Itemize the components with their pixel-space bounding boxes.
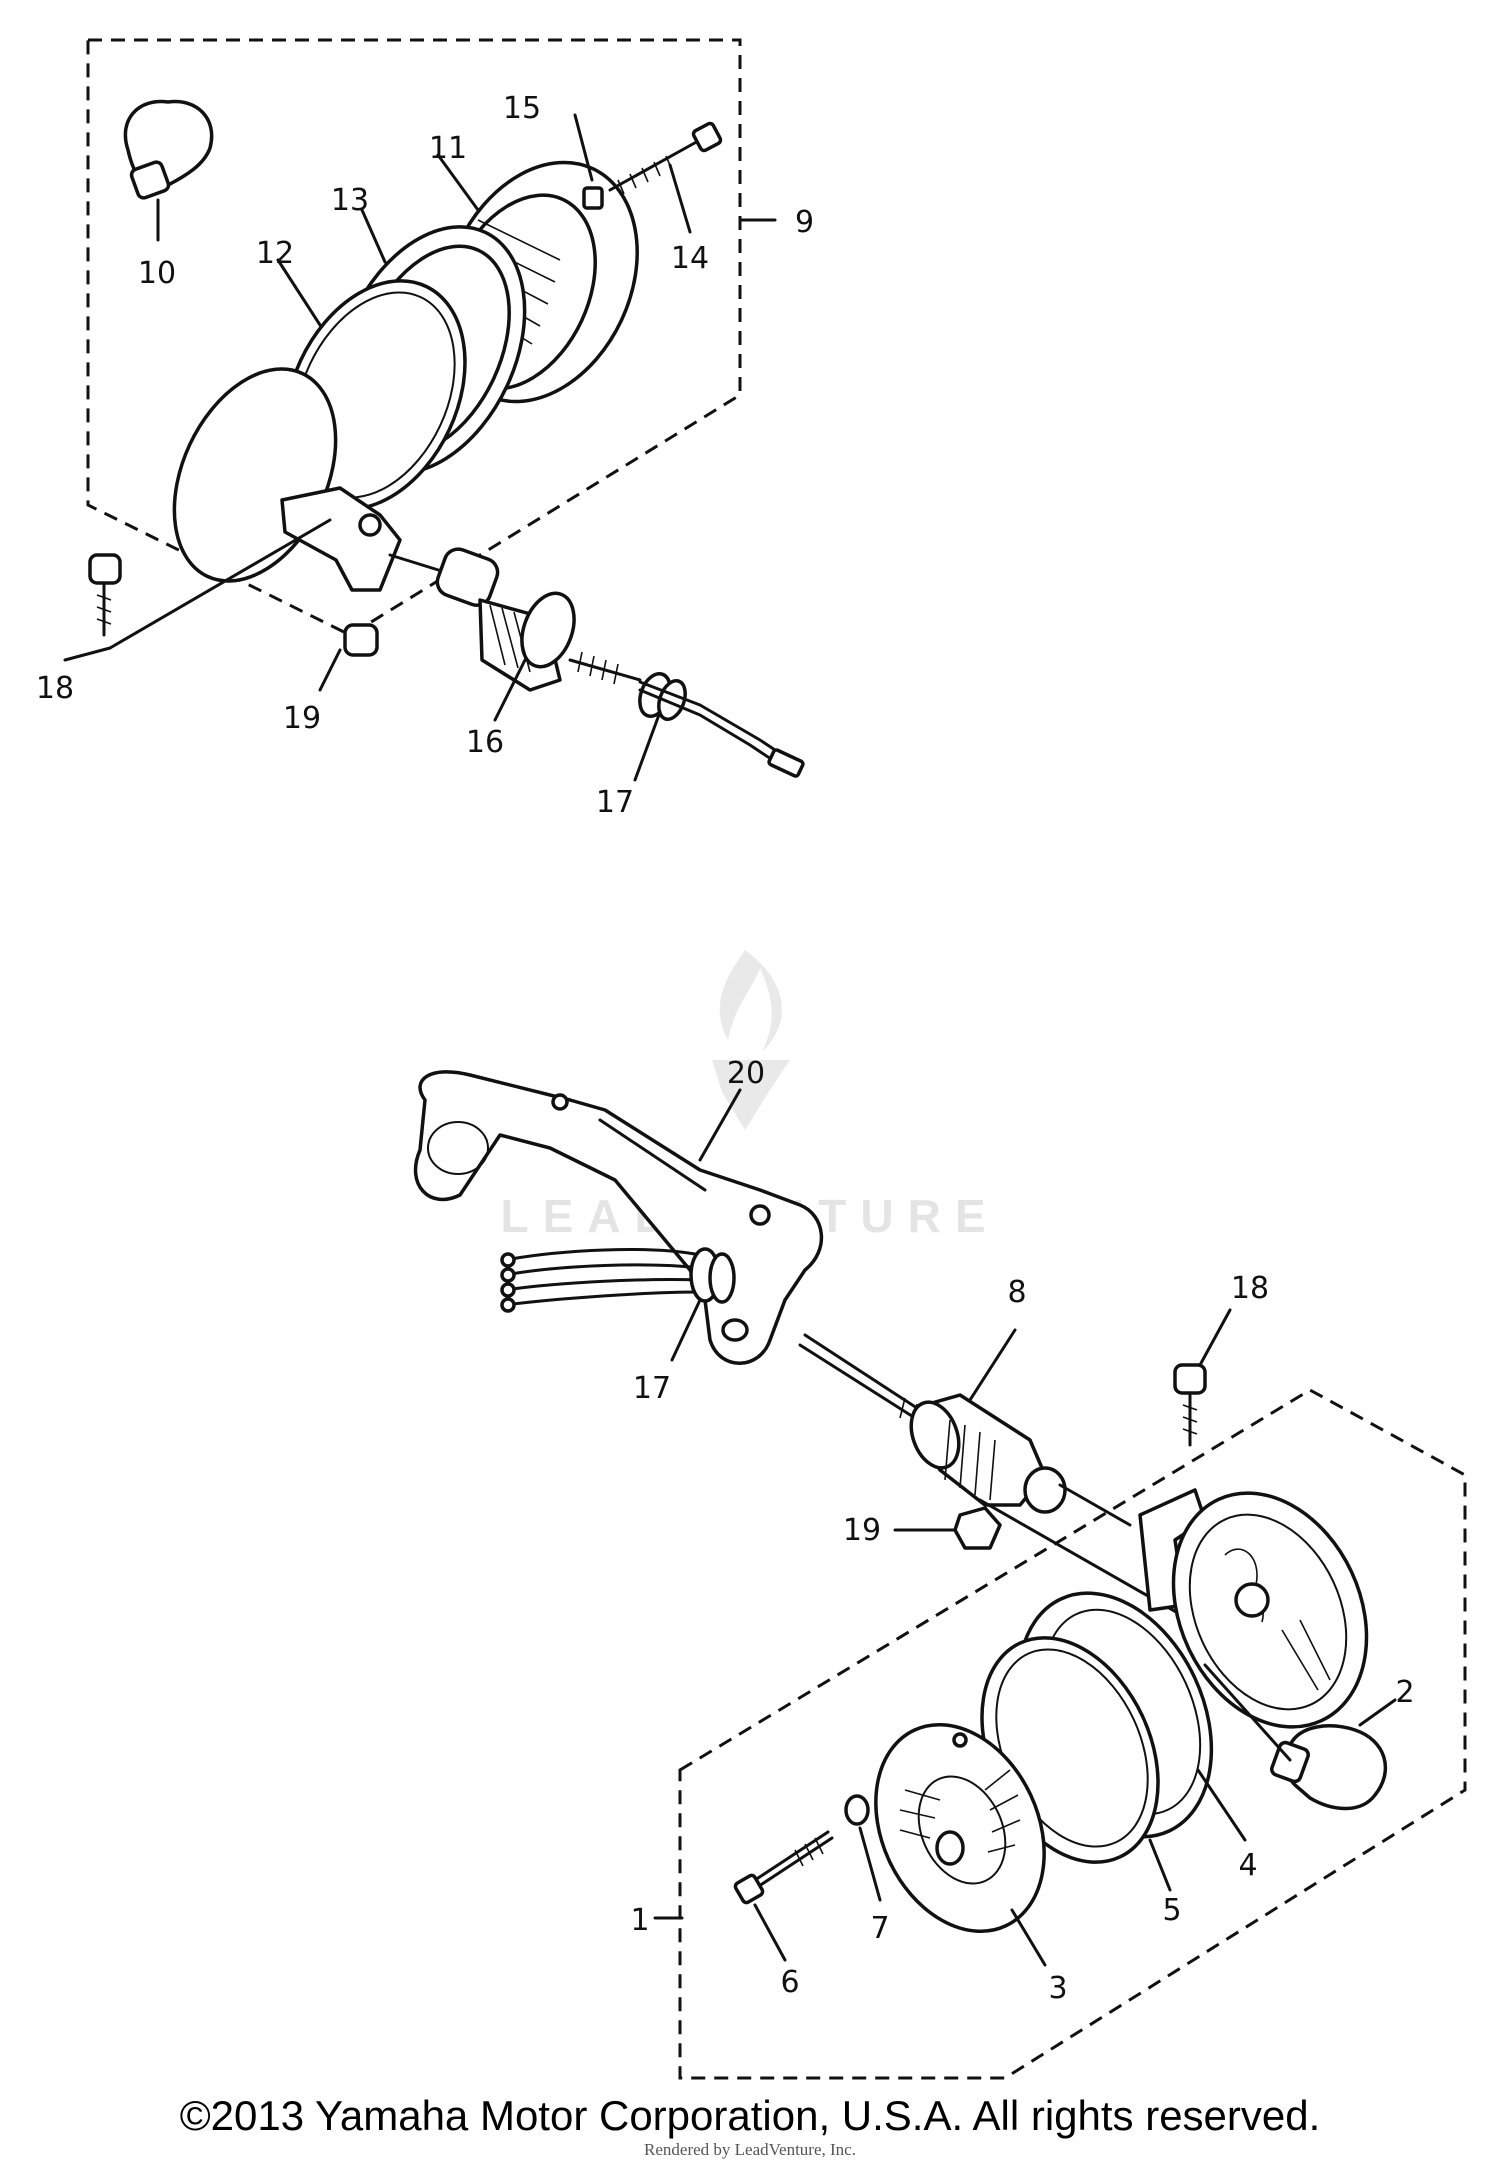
callout-4: 4 <box>1238 1848 1257 1883</box>
callout-18-upper: 18 <box>36 671 74 706</box>
callout-20: 20 <box>727 1056 765 1091</box>
callout-14: 14 <box>671 241 709 276</box>
callout-8: 8 <box>1007 1275 1026 1310</box>
callout-17-upper: 17 <box>596 785 634 820</box>
callout-7: 7 <box>870 1911 889 1946</box>
callout-2: 2 <box>1395 1675 1414 1710</box>
bulb-lower <box>1203 1663 1397 1811</box>
nut-7 <box>844 1794 882 1902</box>
callout-10: 10 <box>138 256 176 291</box>
nut-15 <box>573 113 604 210</box>
callout-11: 11 <box>429 131 467 166</box>
housing-lower <box>1138 1488 1369 1729</box>
callout-15: 15 <box>503 91 541 126</box>
grommet-17-lower <box>500 1247 736 1362</box>
callout-17-lower: 17 <box>633 1371 671 1406</box>
bolt-18-lower <box>1173 1308 1232 1447</box>
grommet-17-upper <box>633 672 805 782</box>
lens-lower <box>874 1722 1047 1967</box>
bulb-upper <box>123 99 214 242</box>
copyright-notice: ©2013 Yamaha Motor Corporation, U.S.A. A… <box>179 2092 1321 2139</box>
lower-assembly-outline <box>678 1388 1467 2080</box>
callout-18-lower: 18 <box>1231 1271 1269 1306</box>
stay-8 <box>798 1328 1132 1527</box>
callout-16: 16 <box>466 725 504 760</box>
nut-19-upper <box>318 623 379 692</box>
callout-19-lower: 19 <box>843 1513 881 1548</box>
lower-flasher-assembly <box>413 1070 1467 2080</box>
bolt-18-upper <box>63 518 332 662</box>
callout-5: 5 <box>1162 1893 1181 1928</box>
callout-6: 6 <box>780 1965 799 2000</box>
callout-1: 1 <box>630 1903 649 1938</box>
callout-19-upper: 19 <box>283 701 321 736</box>
screw-14 <box>608 121 723 234</box>
rendered-by-note: Rendered by LeadVenture, Inc. <box>644 2140 856 2159</box>
callout-3: 3 <box>1048 1971 1067 2006</box>
screw-6 <box>733 1830 834 1962</box>
callout-labels: 9 10 11 12 13 14 15 16 17 18 19 20 17 8 … <box>36 91 1415 2006</box>
housing-upper <box>172 367 402 592</box>
callout-13: 13 <box>331 183 369 218</box>
callout-12: 12 <box>256 236 294 271</box>
callout-9: 9 <box>795 205 814 240</box>
upper-flasher-assembly <box>63 38 805 782</box>
stay-16 <box>388 547 642 722</box>
